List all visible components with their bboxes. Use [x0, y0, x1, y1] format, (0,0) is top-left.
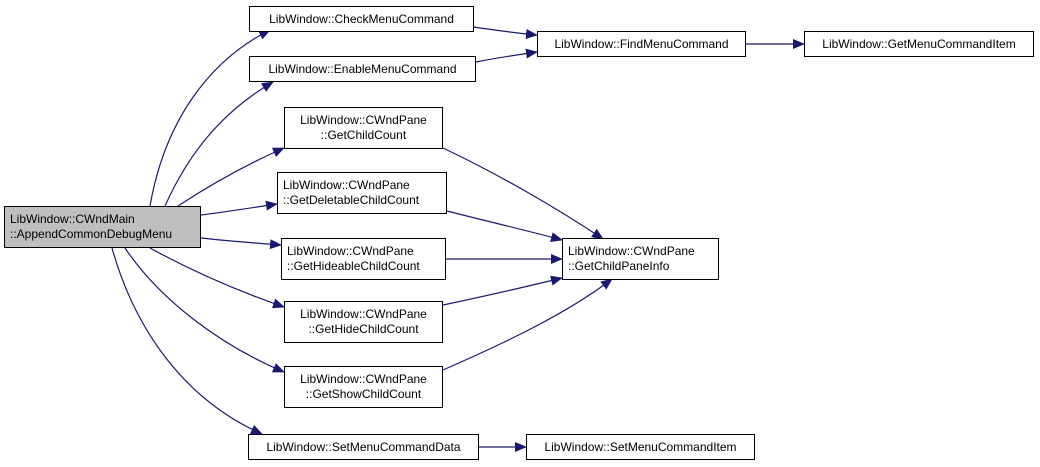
node-label: LibWindow::CheckMenuCommand	[269, 11, 454, 26]
node-set-menu-command-item[interactable]: LibWindow::SetMenuCommandItem	[526, 434, 755, 460]
node-label: LibWindow::GetMenuCommandItem	[822, 36, 1016, 51]
node-cwndpane-get-child-count[interactable]: LibWindow::CWndPane ::GetChildCount	[284, 107, 443, 149]
node-check-menu-command[interactable]: LibWindow::CheckMenuCommand	[249, 6, 474, 32]
edge-get-deletable-to-get-child-pane-info	[446, 210, 563, 242]
edge-get-hide-to-get-child-pane-info	[442, 275, 563, 306]
node-label: LibWindow::SetMenuCommandItem	[544, 439, 737, 454]
node-enable-menu-command[interactable]: LibWindow::EnableMenuCommand	[249, 56, 476, 82]
edge-root-to-check-menu-command	[149, 29, 271, 207]
node-label-line1: LibWindow::CWndPane	[568, 244, 695, 258]
edge-root-to-enable-menu-command	[164, 81, 274, 207]
node-label-line2: ::GetShowChildCount	[305, 387, 422, 401]
edge-root-to-get-deletable-child-count	[200, 200, 278, 216]
node-label-line1: LibWindow::CWndPane	[300, 113, 427, 127]
node-label-line1: LibWindow::CWndMain	[10, 212, 135, 226]
node-label: LibWindow::SetMenuCommandData	[266, 439, 461, 454]
node-find-menu-command[interactable]: LibWindow::FindMenuCommand	[537, 31, 746, 57]
node-cwndpane-get-deletable-child-count[interactable]: LibWindow::CWndPane ::GetDeletableChildC…	[277, 172, 447, 214]
edge-root-to-get-hide-child-count	[149, 247, 285, 309]
node-label-line1: LibWindow::CWndPane	[300, 372, 427, 386]
node-label: LibWindow::EnableMenuCommand	[268, 61, 457, 76]
node-label: LibWindow::FindMenuCommand	[554, 36, 729, 51]
node-cwndpane-get-hideable-child-count[interactable]: LibWindow::CWndPane ::GetHideableChildCo…	[281, 238, 446, 280]
edge-root-to-get-show-child-count	[124, 247, 285, 373]
edge-get-show-to-get-child-pane-info	[442, 278, 613, 371]
node-label-line2: ::GetHideChildCount	[308, 322, 419, 336]
edge-root-to-get-child-count	[177, 147, 285, 207]
edge-root-to-set-menu-command-data	[111, 247, 263, 435]
node-cwndpane-get-show-child-count[interactable]: LibWindow::CWndPane ::GetShowChildCount	[284, 366, 443, 408]
node-set-menu-command-data[interactable]: LibWindow::SetMenuCommandData	[248, 434, 479, 460]
edge-enable-to-find-menu-command	[475, 48, 538, 63]
node-label-line1: LibWindow::CWndPane	[300, 307, 427, 321]
node-label-line2: ::AppendCommonDebugMenu	[10, 227, 173, 241]
node-label-line2: ::GetChildCount	[320, 128, 407, 142]
node-label-line1: LibWindow::CWndPane	[283, 178, 410, 192]
node-label-line2: ::GetHideableChildCount	[287, 259, 420, 273]
node-cwndpane-get-child-pane-info[interactable]: LibWindow::CWndPane ::GetChildPaneInfo	[562, 238, 719, 280]
edge-check-to-find-menu-command	[472, 26, 538, 39]
node-label-line2: ::GetChildPaneInfo	[568, 259, 670, 273]
node-cwndmain-append-common-debug-menu[interactable]: LibWindow::CWndMain ::AppendCommonDebugM…	[4, 206, 201, 248]
node-label-line2: ::GetDeletableChildCount	[283, 193, 420, 207]
node-get-menu-command-item[interactable]: LibWindow::GetMenuCommandItem	[804, 31, 1034, 57]
edge-root-to-get-hideable-child-count	[200, 237, 282, 250]
edge-get-child-count-to-get-child-pane-info	[442, 147, 604, 240]
node-cwndpane-get-hide-child-count[interactable]: LibWindow::CWndPane ::GetHideChildCount	[284, 301, 443, 343]
node-label-line1: LibWindow::CWndPane	[287, 244, 414, 258]
